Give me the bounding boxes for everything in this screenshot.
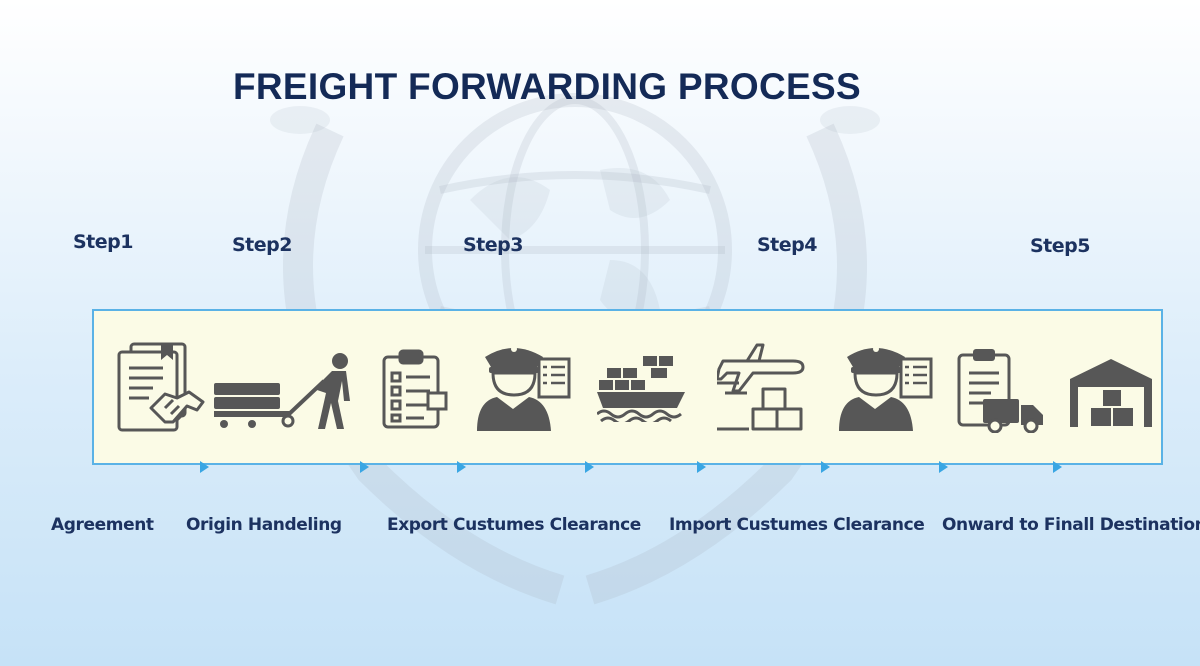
arrow-marker xyxy=(360,461,369,473)
arrow-marker xyxy=(697,461,706,473)
arrow-marker xyxy=(821,461,830,473)
step-3-label: Step3 xyxy=(463,234,523,256)
step-1-label: Step1 xyxy=(73,231,133,253)
clipboard-checklist-icon xyxy=(382,349,448,429)
step-3-description: Export Custumes Clearance xyxy=(387,515,641,535)
step-1-description: Agreement xyxy=(51,515,154,535)
step-5-description: Onward to Finall Destination xyxy=(942,515,1200,535)
pallet-jack-worker-icon xyxy=(214,353,350,429)
arrow-marker xyxy=(457,461,466,473)
step-4-label: Step4 xyxy=(757,234,817,256)
step-2-description: Origin Handeling xyxy=(186,515,342,535)
customs-officer-icon xyxy=(477,346,571,431)
cargo-ship-icon xyxy=(597,356,685,422)
warehouse-icon xyxy=(1070,359,1152,427)
arrow-marker xyxy=(1053,461,1062,473)
airplane-boxes-icon xyxy=(717,343,805,431)
step-4-description: Import Custumes Clearance xyxy=(669,515,925,535)
step-2-label: Step2 xyxy=(232,234,292,256)
clipboard-delivery-truck-icon xyxy=(957,349,1043,433)
step-5-label: Step5 xyxy=(1030,235,1090,257)
arrow-marker xyxy=(585,461,594,473)
page-title: FREIGHT FORWARDING PROCESS xyxy=(233,66,861,107)
contract-handshake-icon xyxy=(117,342,205,432)
customs-officer-icon xyxy=(839,346,933,431)
arrow-marker xyxy=(200,461,209,473)
arrow-marker xyxy=(939,461,948,473)
